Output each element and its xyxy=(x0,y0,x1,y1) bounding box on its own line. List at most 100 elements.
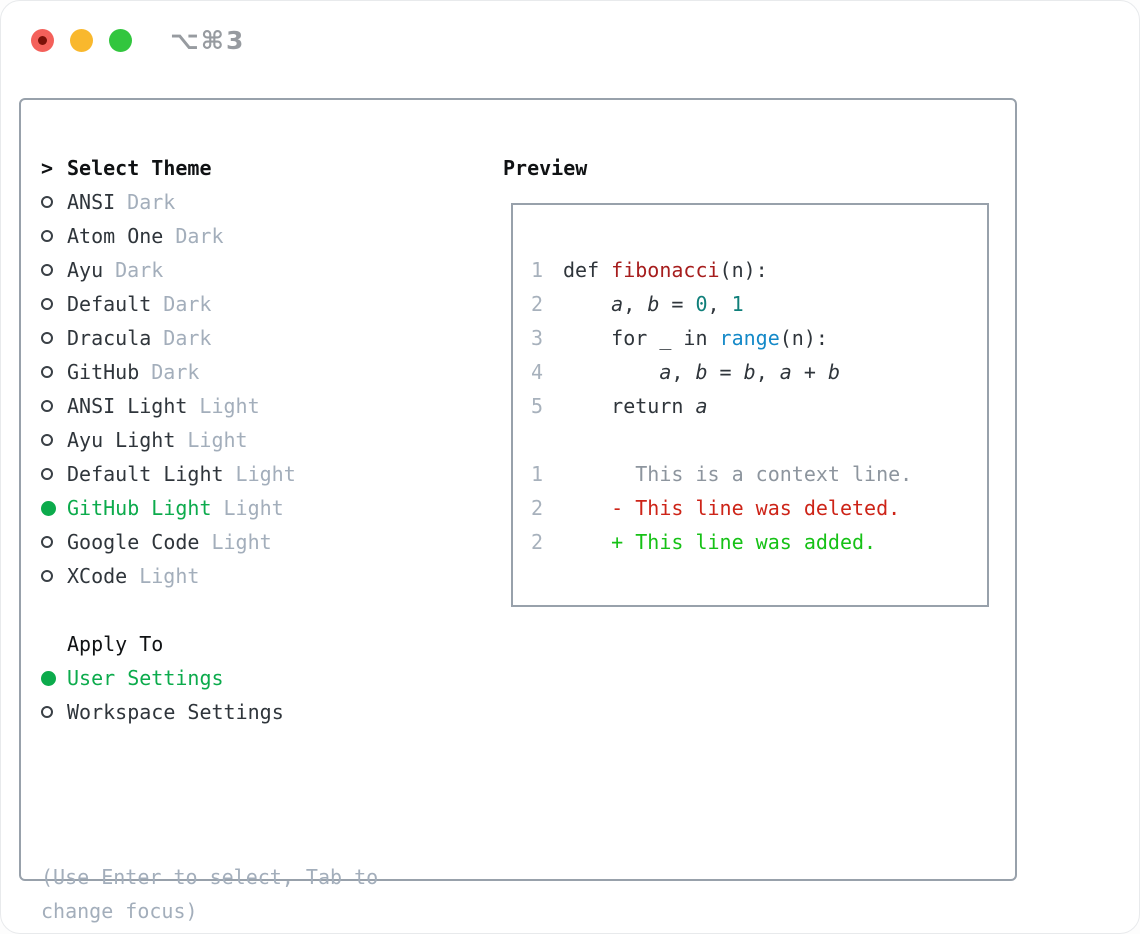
radio-icon xyxy=(41,434,53,446)
code-text: for _ in range(n): xyxy=(563,326,828,350)
line-number: 1 xyxy=(531,258,544,282)
theme-variant-badge: Light xyxy=(139,564,200,588)
code-text: a, b = 0, 1 xyxy=(563,292,744,316)
cursor-icon: > xyxy=(41,156,54,180)
code-line: 3 for _ in range(n): xyxy=(531,321,979,355)
theme-variant-badge: Light xyxy=(235,462,296,486)
apply-to-option[interactable]: Workspace Settings xyxy=(41,695,501,729)
line-number: 5 xyxy=(531,394,544,418)
theme-variant-badge: Light xyxy=(223,496,284,520)
theme-name: Default Light xyxy=(67,462,224,486)
apply-to-header-row: Apply To xyxy=(41,627,501,661)
code-token: b xyxy=(827,360,840,384)
theme-option[interactable]: ANSI Light Light xyxy=(41,389,501,423)
line-number: 3 xyxy=(531,326,544,350)
code-text: a, b = b, a + b xyxy=(563,360,840,384)
radio-selected-icon xyxy=(41,500,56,516)
radio-icon xyxy=(41,366,53,378)
radio-icon xyxy=(41,230,53,242)
hint-text: (Use Enter to select, Tab to change focu… xyxy=(41,865,379,923)
theme-name: Atom One xyxy=(67,224,164,248)
radio-icon xyxy=(41,468,53,480)
theme-name: Ayu Light xyxy=(67,428,176,452)
radio-icon xyxy=(41,536,53,548)
code-token: b xyxy=(743,360,756,384)
theme-name: Ayu xyxy=(67,258,104,282)
diff-line: 2 - This line was deleted. xyxy=(531,491,979,525)
radio-icon xyxy=(41,332,53,344)
code-token: 1 xyxy=(731,292,744,316)
apply-to-header: Apply To xyxy=(67,632,164,656)
code-line: 5 return a xyxy=(531,389,979,423)
theme-name: GitHub xyxy=(67,360,140,384)
line-number: 2 xyxy=(531,292,544,316)
code-token xyxy=(563,292,611,316)
theme-option[interactable]: Default Light Light xyxy=(41,457,501,491)
titlebar: ⌥⌘3 xyxy=(31,26,245,55)
select-theme-header: Select Theme xyxy=(67,156,212,180)
code-token: , xyxy=(671,360,696,384)
code-token: range xyxy=(719,326,780,350)
theme-name: Google Code xyxy=(67,530,200,554)
code-token: + xyxy=(791,360,828,384)
theme-name: ANSI xyxy=(67,190,116,214)
code-token: , xyxy=(623,292,648,316)
code-line: 2 a, b = 0, 1 xyxy=(531,287,979,321)
theme-variant-badge: Light xyxy=(187,428,248,452)
line-number: 1 xyxy=(531,462,544,486)
code-token: , xyxy=(755,360,780,384)
close-button[interactable] xyxy=(31,29,54,52)
radio-icon xyxy=(41,264,53,276)
code-token: 0 xyxy=(695,292,708,316)
preview-header: Preview xyxy=(503,156,588,180)
radio-icon xyxy=(41,298,53,310)
theme-variant-badge: Dark xyxy=(115,258,164,282)
spacer xyxy=(41,593,501,627)
code-token: a xyxy=(695,394,708,418)
code-token: b xyxy=(695,360,708,384)
radio-selected-icon xyxy=(41,670,56,686)
theme-variant-badge: Light xyxy=(199,394,260,418)
theme-name: ANSI Light xyxy=(67,394,188,418)
theme-variant-badge: Dark xyxy=(163,326,212,350)
code-token: return xyxy=(563,394,696,418)
maximize-button[interactable] xyxy=(109,29,132,52)
diff-line: 1 This is a context line. xyxy=(531,457,979,491)
theme-variant-badge: Light xyxy=(211,530,272,554)
code-token: (n): xyxy=(779,326,828,350)
select-theme-header-row: > Select Theme xyxy=(41,151,501,185)
code-line: 4 a, b = b, a + b xyxy=(531,355,979,389)
line-number: 4 xyxy=(531,360,544,384)
theme-option[interactable]: Ayu Dark xyxy=(41,253,501,287)
radio-icon xyxy=(41,196,53,208)
radio-icon xyxy=(41,400,53,412)
theme-option[interactable]: Ayu Light Light xyxy=(41,423,501,457)
code-token: a xyxy=(779,360,792,384)
apply-to-name: User Settings xyxy=(67,666,224,690)
code-token: (n): xyxy=(719,258,768,282)
code-text: return a xyxy=(563,394,708,418)
theme-variant-badge: Dark xyxy=(151,360,200,384)
code-line: 1 def fibonacci(n): xyxy=(531,253,979,287)
code-token: fibonacci xyxy=(611,258,720,282)
minimize-button[interactable] xyxy=(70,29,93,52)
theme-option[interactable]: Google Code Light xyxy=(41,525,501,559)
diff-text: This is a context line. xyxy=(563,462,913,486)
theme-option[interactable]: GitHub Dark xyxy=(41,355,501,389)
theme-name: Default xyxy=(67,292,152,316)
apply-to-option[interactable]: User Settings xyxy=(41,661,501,695)
code-token: for _ in xyxy=(563,326,720,350)
line-number: 2 xyxy=(531,530,544,554)
code-token: def xyxy=(563,258,612,282)
line-number: 2 xyxy=(531,496,544,520)
diff-text: + This line was added. xyxy=(563,530,877,554)
